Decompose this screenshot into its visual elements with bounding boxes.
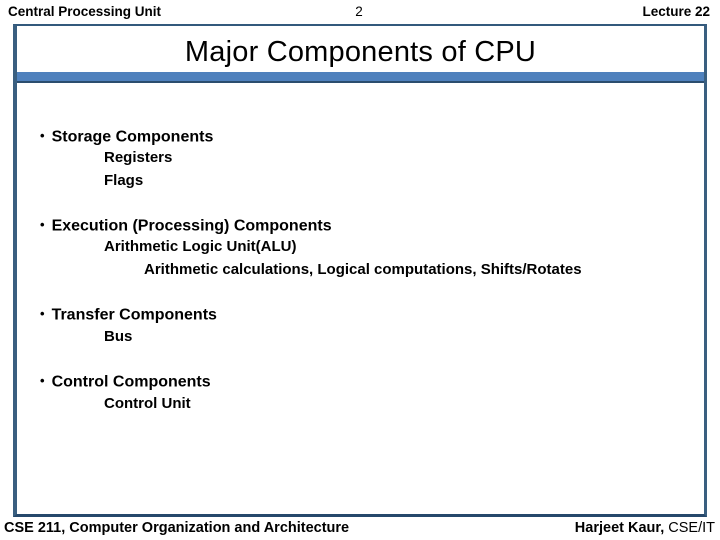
header-course-title: Central Processing Unit [8, 4, 162, 19]
header-lecture-number: Lecture 22 [642, 4, 710, 19]
bullet-icon: • [40, 373, 45, 389]
bullet-heading: • Transfer Components [17, 303, 704, 325]
footer-author-name: Harjeet Kaur, [574, 520, 665, 536]
list-item: Registers [104, 149, 173, 167]
slide-frame: Major Components of CPU • Storage Compone… [13, 24, 707, 517]
list-item: Control Unit [104, 394, 191, 412]
heading-label: Control Components [51, 373, 211, 391]
section-execution: • Execution (Processing) Components Arith… [17, 214, 704, 281]
section-control: • Control Components Control Unit [17, 370, 704, 415]
heading-label: Transfer Components [51, 306, 217, 324]
bullet-icon: • [40, 128, 45, 143]
title-accent-bar [17, 72, 704, 83]
bullet-icon: • [40, 306, 45, 322]
slide-header: Central Processing Unit 2 Lecture 22 [8, 4, 710, 24]
section-storage: • Storage Components Registers Flags [17, 125, 704, 192]
bullet-icon: • [40, 217, 45, 233]
bullet-heading: • Execution (Processing) Components [17, 214, 704, 236]
bullet-heading: • Storage Components [17, 125, 704, 147]
header-page-number: 2 [355, 4, 363, 19]
list-item: Arithmetic Logic Unit(ALU) [104, 238, 297, 256]
bullet-heading: • Control Components [17, 370, 704, 392]
list-item: Bus [104, 327, 133, 345]
page-title: Major Components of CPU [184, 36, 537, 68]
footer-course-info: CSE 211, Computer Organization and Archi… [4, 520, 350, 536]
slide-footer: CSE 211, Computer Organization and Archi… [4, 519, 715, 538]
heading-label: Execution (Processing) Components [51, 217, 332, 235]
list-item: Arithmetic calculations, Logical computa… [144, 260, 582, 278]
footer-author-dept: CSE/IT [668, 520, 715, 536]
slide-body: • Storage Components Registers Flags • Exe… [17, 125, 704, 415]
section-transfer: • Transfer Components Bus [17, 303, 704, 348]
heading-label: Storage Components [51, 128, 214, 146]
footer-author: Harjeet Kaur,CSE/IT [575, 519, 715, 537]
list-item: Flags [104, 171, 144, 189]
